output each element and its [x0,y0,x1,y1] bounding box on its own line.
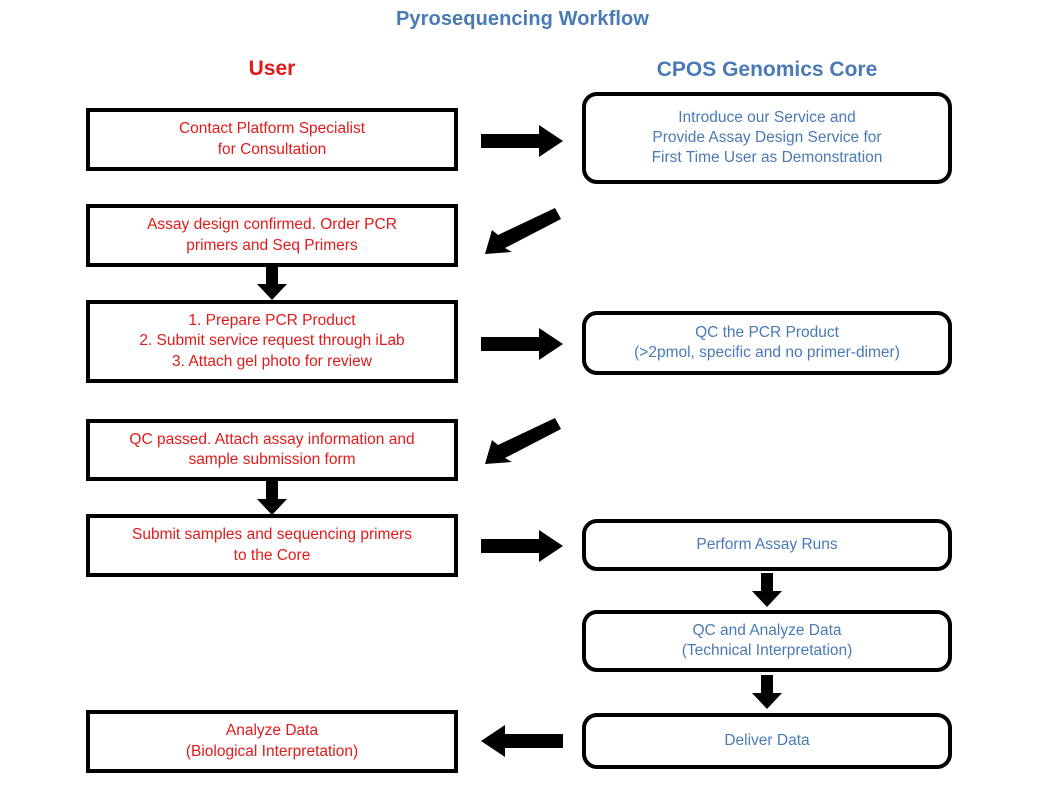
box-analyze-data-biological: Analyze Data (Biological Interpretation) [86,710,458,773]
box-deliver-data: Deliver Data [582,713,952,769]
arrow-left-icon-core-to-user-deliver [481,724,563,758]
box-label: QC passed. Attach assay information and … [129,430,415,468]
box-contact-platform-specialist: Contact Platform Specialist for Consulta… [86,108,458,171]
box-label: Perform Assay Runs [696,535,838,553]
box-label: Analyze Data (Biological Interpretation) [185,722,359,760]
arrow-down-icon-assay-to-prepare [255,266,289,302]
box-label: Introduce our Service and Provide Assay … [651,108,883,167]
box-label: Contact Platform Specialist for Consulta… [178,120,366,158]
arrow-diagonal-down-left-icon-core-to-user-qc-passed [481,418,563,466]
box-prepare-submit-attach: 1. Prepare PCR Product 2. Submit service… [86,300,458,383]
arrow-right-icon-user-to-core-consultation [481,124,563,158]
box-submit-samples-and-primers: Submit samples and sequencing primers to… [86,514,458,577]
box-qc-the-pcr-product: QC the PCR Product (>2pmol, specific and… [582,311,952,375]
box-qc-passed-attach-forms: QC passed. Attach assay information and … [86,419,458,481]
arrow-down-icon-assayruns-to-qc [750,573,784,609]
arrow-right-icon-user-to-core-submit-samples [481,529,563,563]
page-title: Pyrosequencing Workflow [395,8,650,30]
arrow-down-icon-qc-to-deliver [750,675,784,711]
column-header-user: User [248,57,296,80]
box-label: QC the PCR Product (>2pmol, specific and… [634,323,900,361]
box-introduce-service-assay-design: Introduce our Service and Provide Assay … [582,92,952,184]
arrow-down-icon-qcpassed-to-submit [255,481,289,517]
box-label: Deliver Data [724,731,810,749]
box-label: Assay design confirmed. Order PCR primer… [147,216,397,254]
box-assay-design-confirmed: Assay design confirmed. Order PCR primer… [86,204,458,267]
column-header-cpos-genomics-core: CPOS Genomics Core [656,58,878,81]
box-label: 1. Prepare PCR Product 2. Submit service… [139,312,405,370]
box-perform-assay-runs: Perform Assay Runs [582,519,952,571]
box-label: QC and Analyze Data (Technical Interpret… [681,621,853,659]
box-label: Submit samples and sequencing primers to… [132,526,412,564]
arrow-right-icon-user-to-core-pcr-qc [481,327,563,361]
box-qc-and-analyze-data: QC and Analyze Data (Technical Interpret… [582,610,952,672]
arrow-diagonal-down-left-icon-core-to-user-assay-design [481,208,563,256]
